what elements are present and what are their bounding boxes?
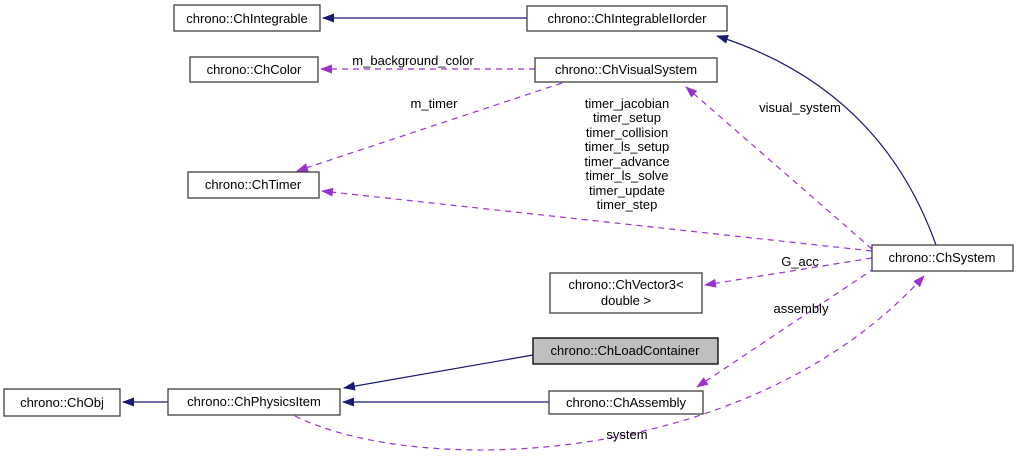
- node-label-ch-physics-item: chrono::ChPhysicsItem: [187, 394, 321, 409]
- edge-label-timer-update: timer_update: [589, 183, 665, 198]
- node-label-ch-vector3-line2: double >: [601, 293, 651, 308]
- node-ch-vector3[interactable]: chrono::ChVector3< double >: [549, 272, 703, 314]
- node-box-ch-vector3[interactable]: [549, 272, 703, 314]
- edge-inherit-loadcontainer-to-physicsitem: [343, 354, 534, 391]
- node-ch-visual-system[interactable]: chrono::ChVisualSystem: [534, 57, 718, 83]
- node-box-ch-assembly[interactable]: [548, 390, 704, 415]
- edge-label-timer-ls-setup: timer_ls_setup: [585, 139, 670, 154]
- node-ch-assembly[interactable]: chrono::ChAssembly: [548, 390, 704, 415]
- edge-label-g-acc: G_acc: [781, 254, 819, 269]
- node-label-ch-integrable-ii-order: chrono::ChIntegrableIIorder: [548, 11, 708, 26]
- node-label-ch-timer: chrono::ChTimer: [205, 177, 302, 192]
- node-box-ch-system[interactable]: [871, 244, 1014, 272]
- edge-label-timer-collision: timer_collision: [586, 125, 668, 140]
- edge-label-timer-step: timer_step: [597, 197, 658, 212]
- node-ch-physics-item[interactable]: chrono::ChPhysicsItem: [167, 388, 341, 416]
- edge-label-assembly: assembly: [774, 301, 829, 316]
- node-box-ch-obj[interactable]: [3, 388, 121, 417]
- edge-inherit-system-to-integrableiiorder: [716, 35, 937, 246]
- node-ch-timer[interactable]: chrono::ChTimer: [187, 171, 320, 199]
- node-label-ch-vector3-line1: chrono::ChVector3<: [568, 277, 683, 292]
- node-label-ch-visual-system: chrono::ChVisualSystem: [555, 62, 697, 77]
- node-ch-integrable[interactable]: chrono::ChIntegrable: [173, 4, 321, 32]
- node-label-ch-integrable: chrono::ChIntegrable: [186, 11, 307, 26]
- edge-usage-visual-system: [685, 86, 873, 250]
- edge-usage-m-timer: [296, 82, 563, 172]
- edge-label-visual-system: visual_system: [759, 100, 841, 115]
- edge-label-m-timer: m_timer: [411, 96, 459, 111]
- node-box-ch-timer[interactable]: [187, 171, 320, 199]
- node-ch-system[interactable]: chrono::ChSystem: [871, 244, 1014, 272]
- node-ch-obj[interactable]: chrono::ChObj: [3, 388, 121, 417]
- edge-usage-system: [294, 275, 925, 451]
- node-label-ch-color: chrono::ChColor: [207, 62, 302, 77]
- node-box-ch-integrable-ii-order[interactable]: [526, 5, 728, 32]
- edge-label-timer-setup: timer_setup: [593, 110, 661, 125]
- edge-label-timer-jacobian: timer_jacobian: [585, 96, 670, 111]
- node-ch-integrable-ii-order[interactable]: chrono::ChIntegrableIIorder: [526, 5, 728, 32]
- node-ch-color[interactable]: chrono::ChColor: [189, 56, 319, 83]
- edge-label-system: system: [606, 427, 647, 442]
- edge-usage-timers: [321, 187, 873, 252]
- node-label-ch-load-container: chrono::ChLoadContainer: [551, 343, 701, 358]
- node-box-ch-integrable[interactable]: [173, 4, 321, 32]
- node-box-ch-physics-item[interactable]: [167, 388, 341, 416]
- node-box-ch-color[interactable]: [189, 56, 319, 83]
- edge-label-timer-ls-solve: timer_ls_solve: [585, 168, 668, 183]
- node-label-ch-assembly: chrono::ChAssembly: [566, 395, 686, 410]
- edge-usage-assembly: [696, 267, 876, 388]
- node-box-ch-load-container: [532, 337, 719, 365]
- edge-label-m-background-color: m_background_color: [352, 53, 474, 68]
- node-label-ch-system: chrono::ChSystem: [889, 250, 996, 265]
- edge-label-timer-advance: timer_advance: [584, 154, 669, 169]
- node-ch-load-container: chrono::ChLoadContainer: [532, 337, 719, 365]
- node-box-ch-visual-system[interactable]: [534, 57, 718, 83]
- node-label-ch-obj: chrono::ChObj: [20, 395, 104, 410]
